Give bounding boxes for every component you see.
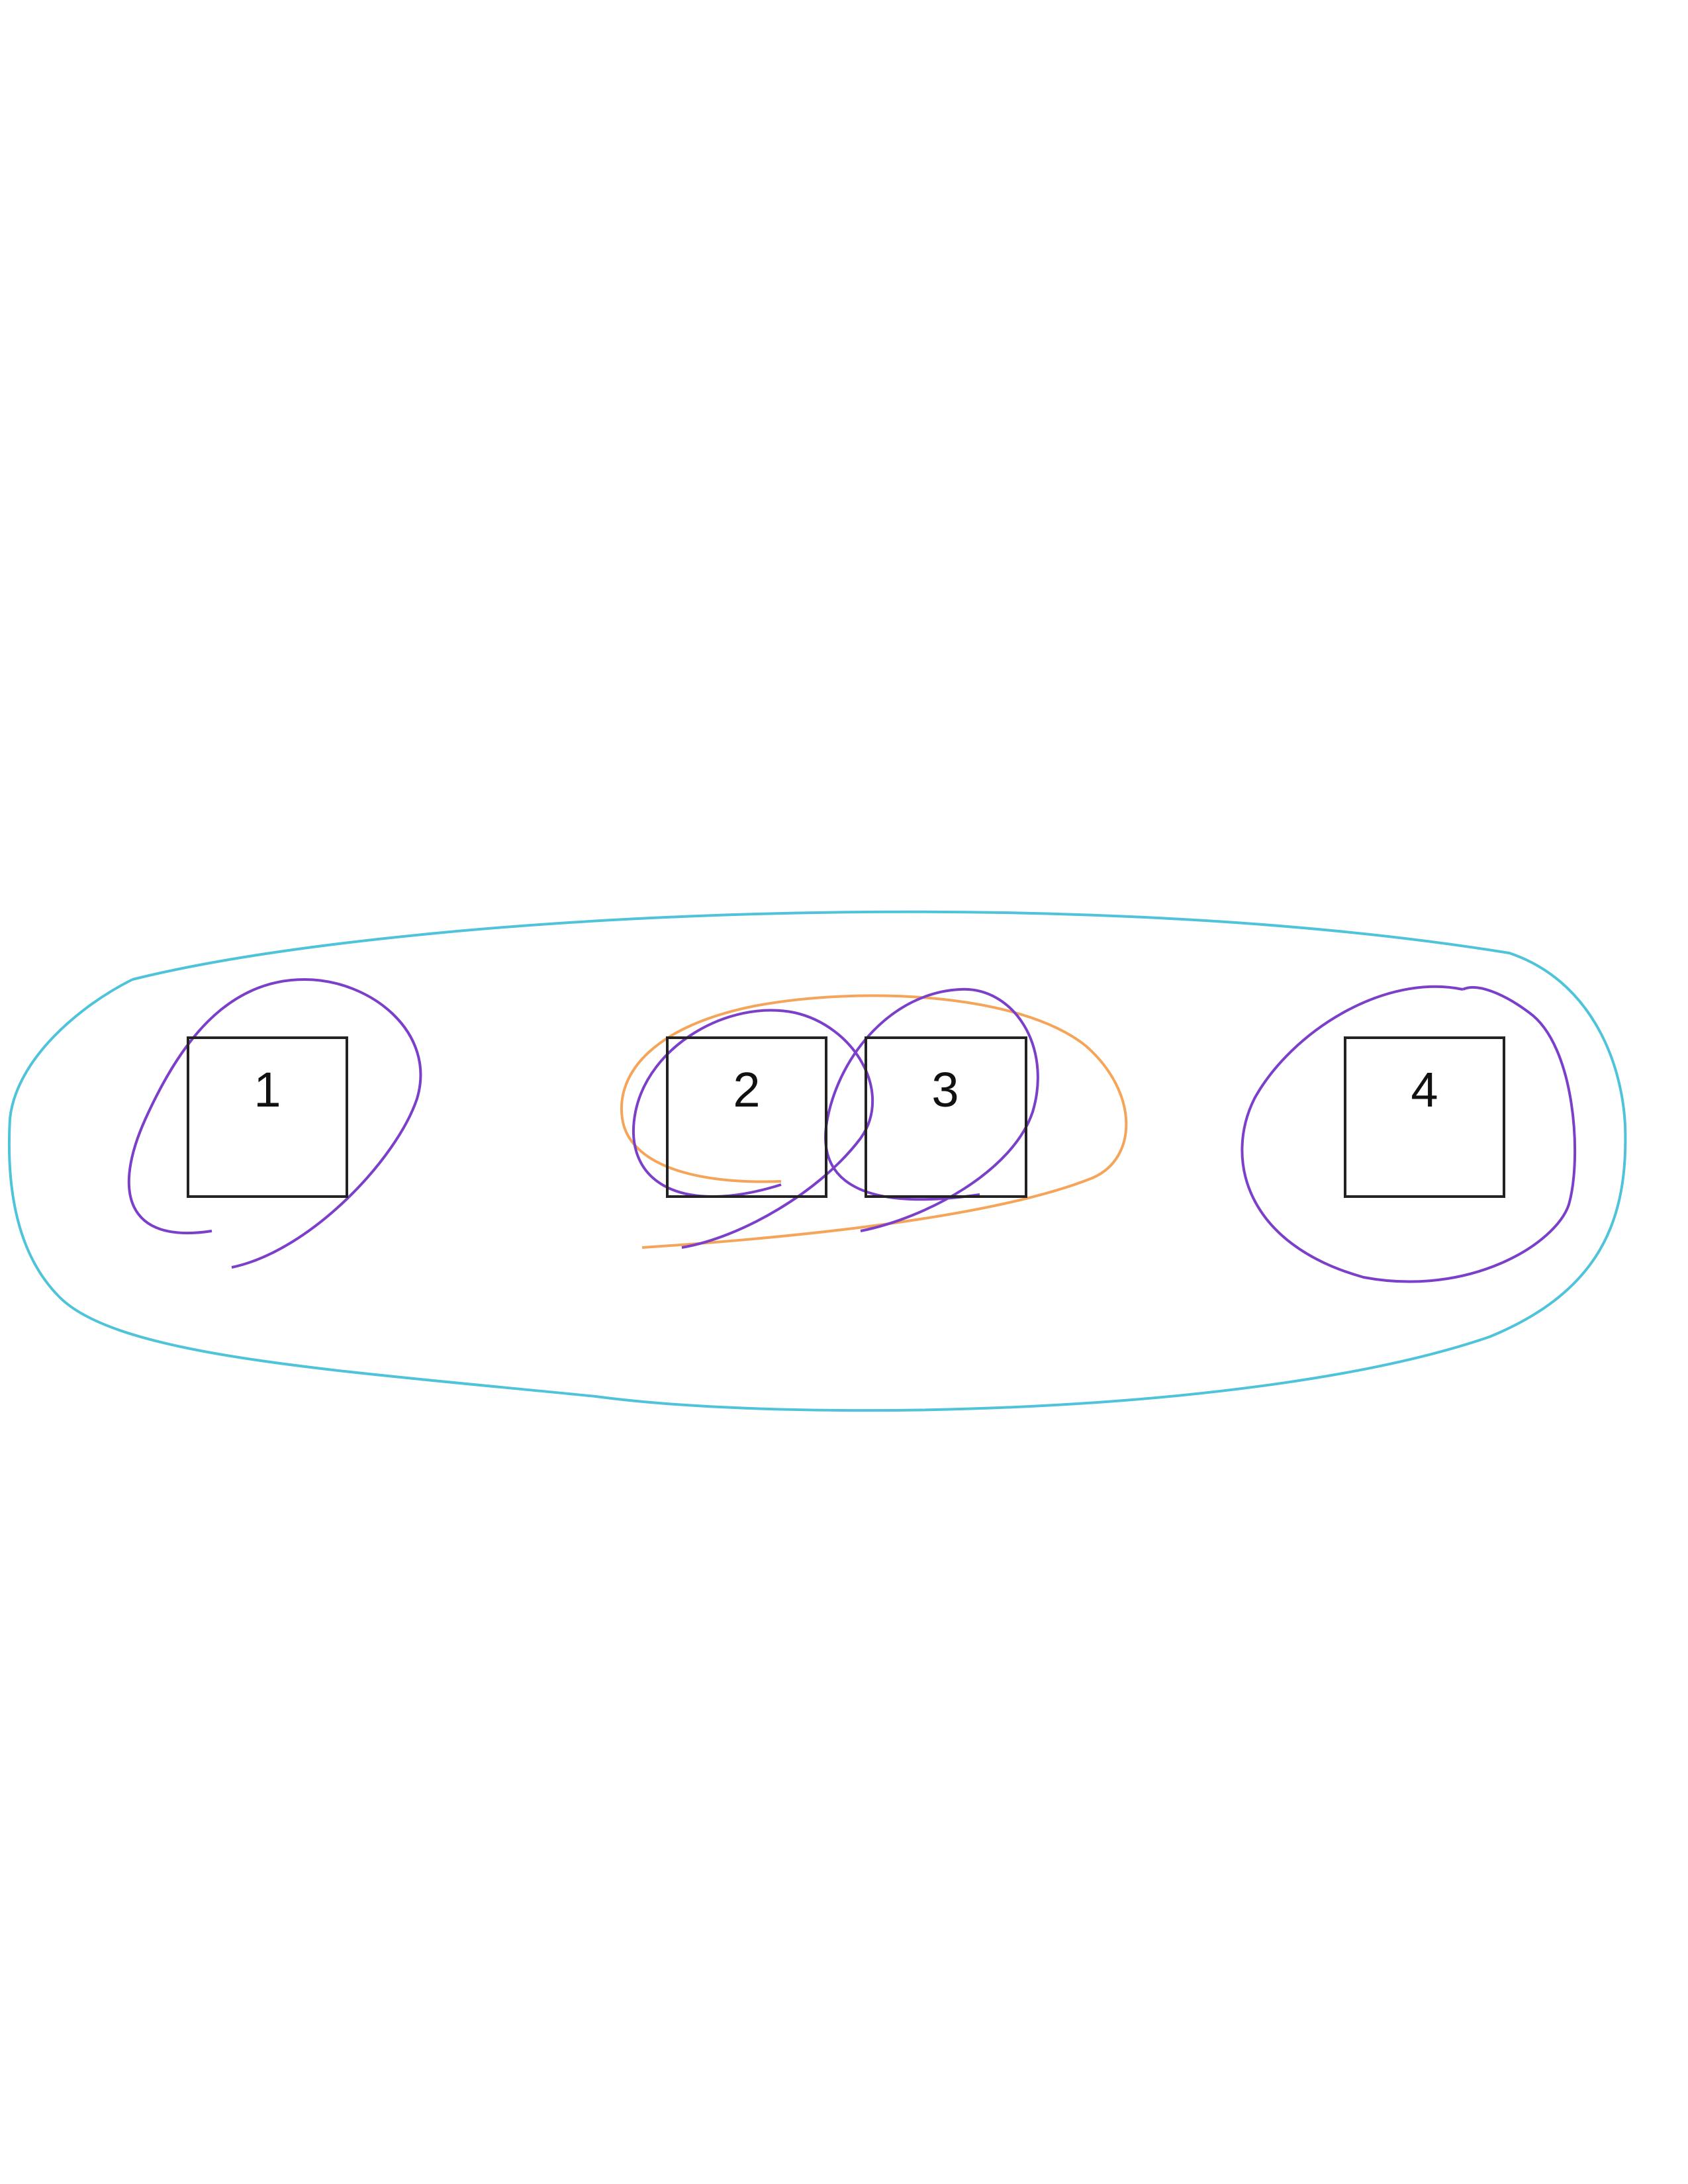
box-4-label: 4 <box>1411 1062 1438 1117</box>
single-4-loop <box>1241 985 1577 1283</box>
box-2-label: 2 <box>733 1062 760 1117</box>
single-3-loop <box>823 987 1039 1232</box>
box-3: 3 <box>865 1036 1027 1198</box>
box-2-outline <box>666 1036 827 1198</box>
box-1-label: 1 <box>254 1062 281 1117</box>
box-4: 4 <box>1344 1036 1505 1198</box>
box-2: 2 <box>666 1036 827 1198</box>
box-1-outline <box>187 1036 348 1198</box>
box-1: 1 <box>187 1036 348 1198</box>
box-3-outline <box>865 1036 1027 1198</box>
outer-group-loop <box>7 910 1627 1412</box>
single-1-loop <box>127 978 422 1269</box>
box-3-label: 3 <box>931 1062 959 1117</box>
box-4-outline <box>1344 1036 1505 1198</box>
pair-group-loop <box>620 994 1128 1249</box>
single-2-loop <box>632 1009 874 1249</box>
